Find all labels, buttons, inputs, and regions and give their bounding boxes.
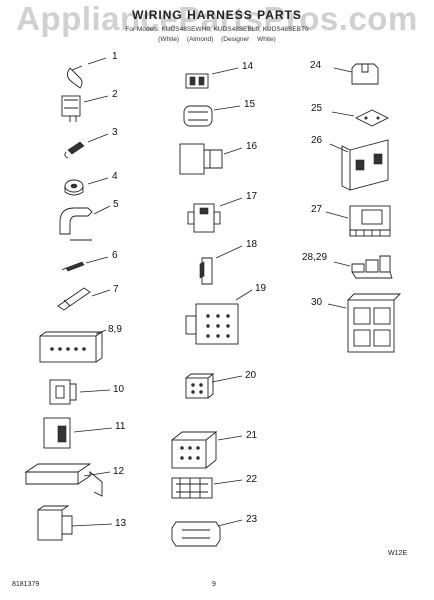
- part-14-drawing: [185, 73, 209, 89]
- part-number-21: 21: [246, 430, 258, 441]
- part-number-24: 24: [310, 60, 322, 71]
- leader-5: [93, 205, 111, 215]
- part-number-11: 11: [115, 421, 126, 432]
- part-18-drawing: [199, 257, 213, 285]
- part-number-19: 19: [255, 283, 267, 294]
- part-11-drawing: [43, 417, 71, 449]
- leader-7: [91, 289, 111, 297]
- part-27-drawing: [349, 205, 391, 237]
- part-23-drawing: [171, 521, 221, 547]
- leader-14: [211, 67, 239, 75]
- part-21-drawing: [171, 431, 218, 469]
- leader-11: [73, 427, 113, 433]
- part-17-drawing: [187, 203, 221, 233]
- part-number-2: 2: [112, 89, 118, 100]
- part-22-drawing: [171, 477, 213, 499]
- part-19-drawing: [185, 303, 239, 345]
- illustration-code: W12E: [388, 550, 408, 557]
- leader-19: [235, 289, 253, 301]
- leader-27: [325, 211, 349, 219]
- part-15-drawing: [183, 105, 213, 127]
- part-20-drawing: [185, 373, 215, 399]
- part-number-12: 12: [113, 466, 125, 477]
- part-number-1: 1: [112, 51, 118, 62]
- leader-25: [331, 111, 355, 117]
- leader-23: [217, 519, 243, 527]
- part-number-18: 18: [246, 239, 258, 250]
- part-12-drawing: [24, 463, 103, 497]
- part-number-17: 17: [246, 191, 258, 202]
- leader-15: [213, 105, 241, 111]
- leader-24: [333, 67, 353, 73]
- part-number-5: 5: [113, 199, 119, 210]
- part-4-drawing: [64, 179, 84, 196]
- leader-2: [83, 95, 109, 103]
- part-26-drawing: [341, 139, 389, 191]
- color-list: (White) (Almond) (Designer White): [158, 36, 276, 43]
- part-10-drawing: [49, 379, 77, 405]
- part-16-drawing: [179, 143, 223, 175]
- page-number: 9: [212, 581, 216, 588]
- leader-6: [85, 256, 109, 264]
- part-13-drawing: [37, 505, 73, 541]
- part-number-13: 13: [115, 518, 127, 529]
- leader-8-9: [95, 329, 107, 335]
- part-28-29-drawing: [351, 255, 393, 279]
- leader-18: [215, 245, 243, 259]
- part-number-14: 14: [242, 61, 254, 72]
- part-7-drawing: [57, 287, 91, 311]
- part-8-9-drawing: [39, 331, 104, 363]
- part-number-10: 10: [113, 384, 125, 395]
- leader-4: [87, 177, 109, 185]
- part-6-drawing: [61, 261, 85, 272]
- part-1-drawing: [67, 65, 83, 89]
- part-number-16: 16: [246, 141, 258, 152]
- leader-30: [327, 303, 347, 309]
- part-number-23: 23: [246, 514, 258, 525]
- part-number-4: 4: [112, 171, 118, 182]
- part-30-drawing: [347, 293, 402, 353]
- leader-12: [83, 471, 111, 477]
- leader-16: [223, 147, 243, 155]
- part-number-8-9: 8,9: [108, 324, 122, 335]
- part-number-28-29: 28,29: [302, 252, 328, 263]
- part-number-15: 15: [244, 99, 256, 110]
- part-5-drawing: [59, 207, 93, 241]
- part-number-30: 30: [311, 297, 323, 308]
- part-3-drawing: [64, 141, 85, 159]
- model-list: For Models: KUDS48SEWH0, KUDS48SEBL0, KU…: [125, 26, 309, 33]
- part-2-drawing: [61, 95, 81, 122]
- leader-21: [217, 435, 243, 441]
- leader-28-29: [333, 261, 351, 267]
- leader-10: [79, 389, 111, 393]
- part-number-20: 20: [245, 370, 257, 381]
- watermark: AppliancePartsPros.com: [16, 0, 418, 37]
- part-number-26: 26: [311, 135, 323, 146]
- part-number-3: 3: [112, 127, 118, 138]
- part-25-drawing: [354, 109, 390, 127]
- part-24-drawing: [351, 63, 379, 85]
- leader-1: [87, 57, 107, 65]
- part-number-25: 25: [311, 103, 323, 114]
- leader-26: [329, 143, 349, 153]
- part-number-6: 6: [112, 250, 118, 261]
- leader-22: [213, 479, 243, 485]
- document-number: 8181379: [12, 581, 40, 588]
- leader-3: [87, 133, 109, 143]
- part-number-27: 27: [311, 204, 323, 215]
- leader-20: [211, 375, 243, 383]
- part-number-7: 7: [113, 284, 119, 295]
- part-number-22: 22: [246, 474, 258, 485]
- leader-17: [219, 197, 243, 207]
- leader-13: [71, 523, 113, 527]
- page-title: WIRING HARNESS PARTS: [132, 8, 302, 22]
